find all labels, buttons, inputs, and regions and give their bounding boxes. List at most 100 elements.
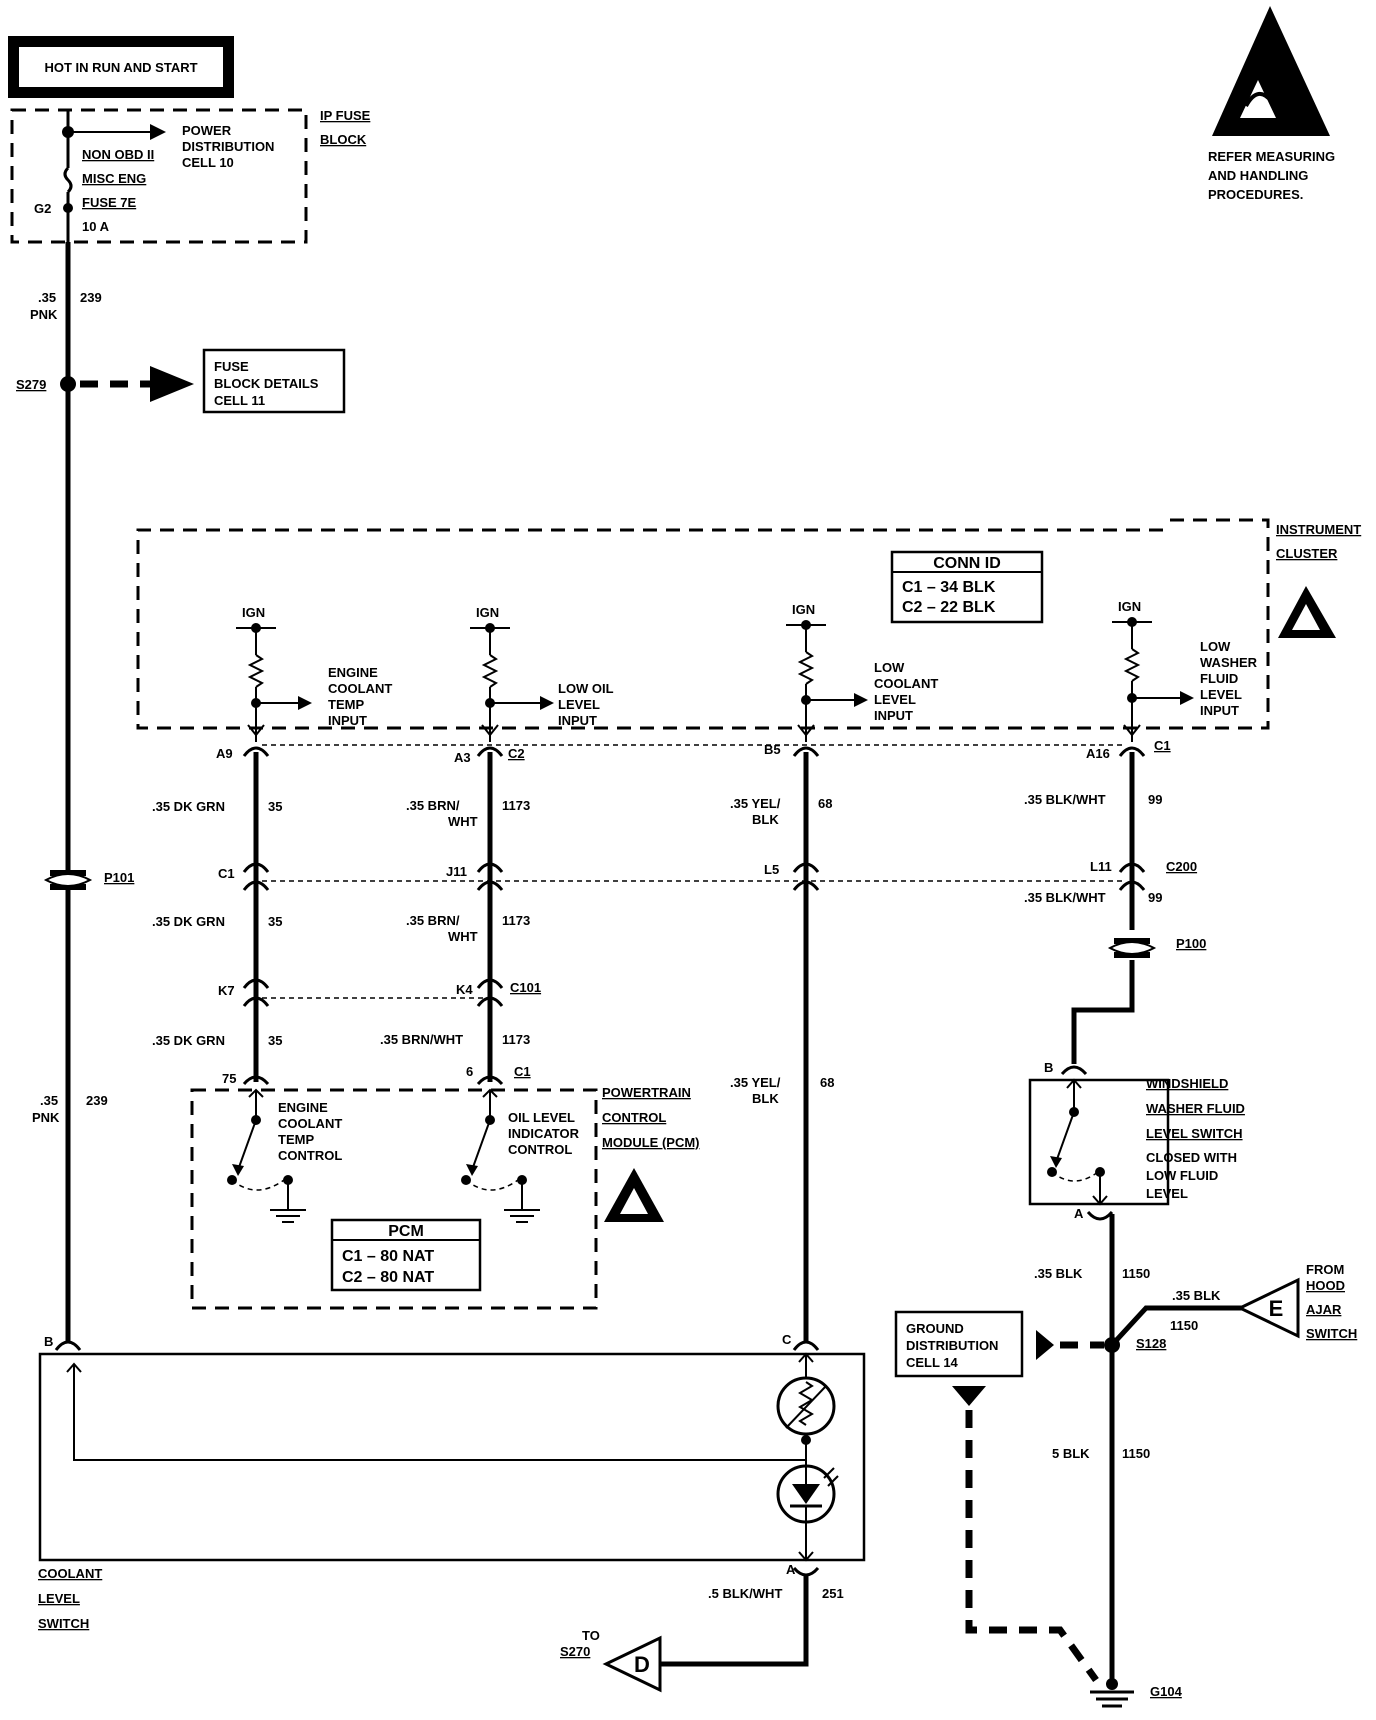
fuse-terminal: G2 <box>34 201 51 216</box>
c101-pin-k4: K4 <box>456 982 473 997</box>
ground-dist-1: GROUND <box>906 1321 964 1336</box>
ect-input-circuit: IGN <box>236 605 312 742</box>
wire-1150-label-2: 5 BLK <box>1052 1446 1090 1461</box>
wire-1173-label-2a: .35 BRN/ <box>406 913 460 928</box>
ground-dist-3: CELL 14 <box>906 1355 959 1370</box>
hood-label-3: AJAR <box>1306 1302 1342 1317</box>
washer-input-label-2: WASHER <box>1200 655 1258 670</box>
pin-a16: A16 <box>1086 746 1110 761</box>
pcm-table: PCM C1 – 80 NAT C2 – 80 NAT <box>330 1218 482 1292</box>
wire-68-label-2b: BLK <box>752 1091 779 1106</box>
svg-text:HOT IN RUN AND START: HOT IN RUN AND START <box>44 60 197 75</box>
wire-239-color-2: PNK <box>32 1110 60 1125</box>
wire-1173-label-1a: .35 BRN/ <box>406 798 460 813</box>
washer-input-label-3: FLUID <box>1200 671 1238 686</box>
wire-1150-hood-circuit: 1150 <box>1170 1318 1198 1333</box>
coolant-input-circuit: IGN <box>786 602 868 742</box>
ect-input-label-4: INPUT <box>328 713 367 728</box>
wire-99-circuit-1: 99 <box>1148 792 1162 807</box>
ground-dist-box <box>894 1310 1024 1378</box>
wire-1173-circuit-1: 1173 <box>502 798 530 813</box>
coolant-input-label-1: LOW <box>874 660 905 675</box>
pcm-pin-6: 6 <box>466 1064 473 1079</box>
wire-1150-circuit-1: 1150 <box>1122 1266 1150 1281</box>
washer-input-circuit: IGN <box>1112 599 1194 742</box>
coolant-switch-label-1: COOLANT <box>38 1566 102 1581</box>
wire-1173-label-3: .35 BRN/WHT <box>380 1032 463 1047</box>
ground-dist-arrow <box>1036 1330 1054 1360</box>
pcm-pin-75: 75 <box>222 1071 236 1086</box>
pcm-title-2: CONTROL <box>602 1110 666 1125</box>
esd-warning-icon <box>1212 6 1330 136</box>
svg-text:PCM: PCM <box>388 1223 424 1240</box>
coolant-input-label-4: INPUT <box>874 708 913 723</box>
pcm-esd-icon <box>604 1168 664 1222</box>
wire-68-label-1b: BLK <box>752 812 779 827</box>
pin-b5: B5 <box>764 742 781 757</box>
washer-input-label-5: INPUT <box>1200 703 1239 718</box>
ect-control-2: COOLANT <box>278 1116 342 1131</box>
coolant-switch-label-3: SWITCH <box>38 1616 89 1631</box>
splice-s279-label: S279 <box>16 377 46 392</box>
washer-switch-label-3: LEVEL SWITCH <box>1146 1126 1243 1141</box>
ground-dist-path <box>965 1410 1099 1683</box>
coolant-switch-box <box>38 1352 866 1562</box>
pcm-conn-c1: C1 <box>514 1064 531 1079</box>
washer-switch-label-5: LOW FLUID <box>1146 1168 1218 1183</box>
c200-label: C200 <box>1166 859 1197 874</box>
conn-id-table: CONN ID C1 – 34 BLK C2 – 22 BLK <box>890 550 1044 624</box>
coolant-switch-pin-c-arc <box>792 1340 820 1351</box>
wire-35-label-1: .35 DK GRN <box>152 799 225 814</box>
conn-c1: C1 <box>1154 738 1171 753</box>
cluster-title-2: CLUSTER <box>1276 546 1338 561</box>
washer-switch-pin-b-arc <box>1060 1065 1088 1076</box>
ect-input-label-2: COOLANT <box>328 681 392 696</box>
ip-fuse-block-title-2: BLOCK <box>320 132 367 147</box>
wire-1173-label-1b: WHT <box>448 814 478 829</box>
cluster-title-1: INSTRUMENT <box>1276 522 1361 537</box>
washer-switch-label-2: WASHER FLUID <box>1146 1101 1245 1116</box>
fuse-details-3: CELL 11 <box>214 393 265 408</box>
wire-239-gauge-2: .35 <box>40 1093 58 1108</box>
washer-input-label-1: LOW <box>1200 639 1231 654</box>
wire-68-label-2a: .35 YEL/ <box>730 1075 781 1090</box>
wire-99-label-2: .35 BLK/WHT <box>1024 890 1106 905</box>
power-dist-2: DISTRIBUTION <box>182 139 274 154</box>
wire-1150-hood-label: .35 BLK <box>1172 1288 1221 1303</box>
wire-68-circuit-1: 68 <box>818 796 832 811</box>
ect-control-switch <box>227 1088 306 1223</box>
passthrough-p101 <box>43 870 93 890</box>
wire-35-label-3: .35 DK GRN <box>152 1033 225 1048</box>
fuse-symbol <box>63 166 73 194</box>
wire-35-circuit-1: 35 <box>268 799 282 814</box>
ect-input-label-3: TEMP <box>328 697 364 712</box>
esd-warning-text-2: AND HANDLING <box>1208 168 1308 183</box>
fuse-details-2: BLOCK DETAILS <box>214 376 319 391</box>
fuse-name-3: FUSE 7E <box>82 195 137 210</box>
instrument-cluster-outline <box>136 518 1270 730</box>
washer-switch-label-4: CLOSED WITH <box>1146 1150 1237 1165</box>
conn-c2: C2 <box>508 746 525 761</box>
led-icon <box>776 1464 839 1524</box>
svg-text:E: E <box>1269 1296 1284 1321</box>
oil-control-1: OIL LEVEL <box>508 1110 575 1125</box>
wire-35-circuit-3: 35 <box>268 1033 282 1048</box>
wire-251-label: .5 BLK/WHT <box>708 1586 782 1601</box>
fuse-details-1: FUSE <box>214 359 249 374</box>
svg-text:CONN ID: CONN ID <box>933 555 1001 572</box>
c200-pin-j11: J11 <box>446 864 467 879</box>
hood-label-4: SWITCH <box>1306 1326 1357 1341</box>
ign-label-2: IGN <box>476 605 499 620</box>
pcm-outline <box>190 1088 598 1310</box>
ground-dist-2: DISTRIBUTION <box>906 1338 998 1353</box>
splice-s279 <box>60 376 76 392</box>
pin-a9: A9 <box>216 746 233 761</box>
coolant-switch-pin-c: C <box>782 1332 792 1347</box>
to-s270-1: TO <box>582 1628 600 1643</box>
pcm-connector <box>242 1075 504 1086</box>
fuse-rating: 10 A <box>82 219 110 234</box>
cluster-connector-arcs <box>242 746 1146 757</box>
wire-1173-circuit-3: 1173 <box>502 1032 530 1047</box>
coolant-switch-pin-a-arc <box>792 1566 820 1577</box>
